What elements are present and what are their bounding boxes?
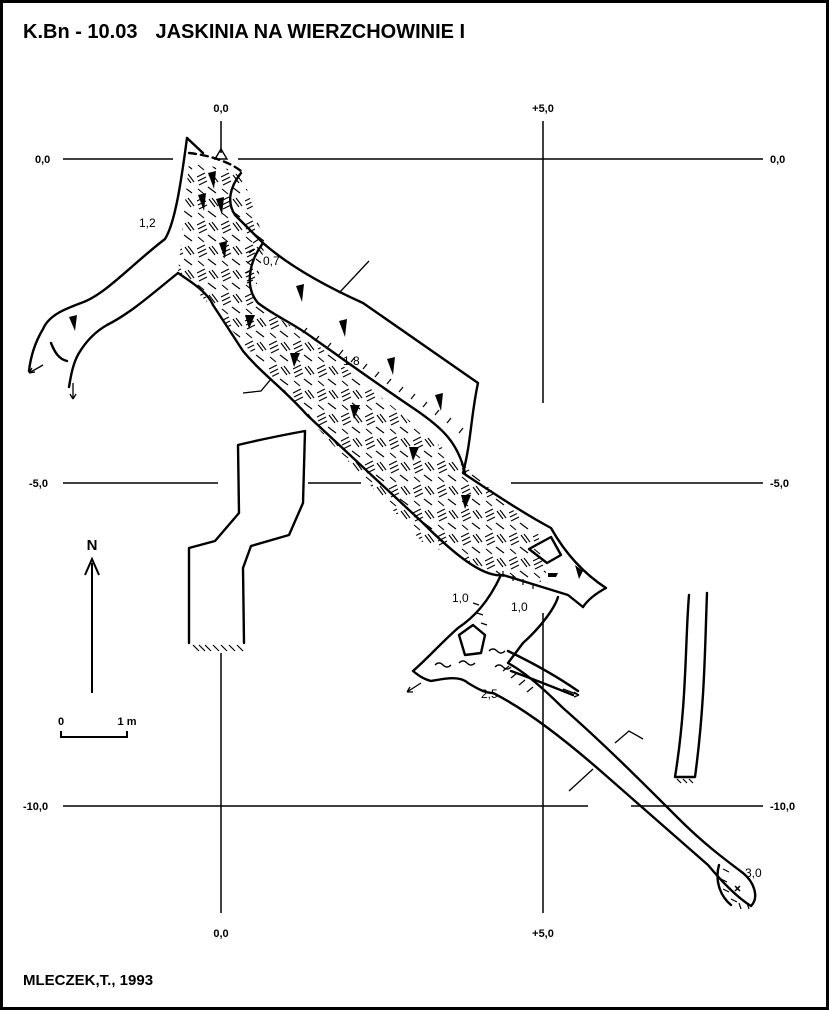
depth-label: 2,5 bbox=[481, 687, 498, 701]
cave-code: K.Bn - 10.03 bbox=[23, 21, 138, 43]
grid-top-label-5: +5,0 bbox=[532, 103, 554, 115]
cross-icon bbox=[734, 885, 741, 892]
arrow-west-1 bbox=[28, 364, 44, 374]
depth-label: 0,7 bbox=[263, 254, 280, 268]
slope-symbol bbox=[290, 353, 300, 367]
depth-label: 1,0 bbox=[452, 591, 469, 605]
step-ticks bbox=[192, 238, 750, 910]
main-passage-hatched-floor bbox=[178, 163, 548, 583]
slope-symbol bbox=[339, 319, 347, 337]
slope-symbol bbox=[548, 573, 558, 577]
grid-labels: 0,0 +5,0 0,0 +5,0 0,0 -5,0 -10,0 0,0 -5,… bbox=[23, 103, 795, 940]
slope-symbol bbox=[350, 405, 360, 419]
section-line-lower bbox=[568, 768, 594, 792]
slope-symbol bbox=[575, 565, 583, 579]
arrow-lower-west bbox=[406, 682, 422, 693]
cave-title: JASKINIA NA WIERZCHOWINIE I bbox=[155, 21, 466, 43]
slope-symbols bbox=[69, 171, 583, 579]
step-ticks-upper bbox=[245, 238, 464, 434]
slope-symbol bbox=[216, 197, 224, 215]
water-mark bbox=[494, 664, 512, 670]
grid-left-label-10: -10,0 bbox=[23, 801, 48, 813]
survey-station-icon bbox=[213, 147, 229, 160]
separate-cave-east bbox=[673, 591, 709, 779]
scale-bar: 0 1 m bbox=[58, 716, 137, 738]
north-arrow-head-icon bbox=[84, 556, 100, 576]
flow-arrows bbox=[28, 260, 644, 792]
slope-symbol bbox=[435, 393, 443, 411]
west-passage-outline bbox=[27, 136, 189, 389]
arrow-lower-east bbox=[562, 688, 580, 698]
water-mark bbox=[488, 648, 506, 654]
depth-labels: 1,2 0,7 1,8 1,0 1,0 2,5 3,0 bbox=[139, 216, 762, 880]
map-author-credit: MLECZEK,T., 1993 bbox=[23, 972, 154, 989]
north-arrow: N bbox=[84, 537, 100, 693]
scale-bar-line bbox=[60, 731, 128, 738]
arrow-west-2 bbox=[69, 383, 77, 400]
grid-bottom-label-0: 0,0 bbox=[213, 928, 228, 940]
section-mark-upper bbox=[242, 378, 272, 394]
slope-symbol bbox=[245, 315, 255, 329]
slope-symbol bbox=[69, 315, 77, 331]
breakdown-debris-east bbox=[676, 778, 694, 784]
slope-symbol bbox=[387, 357, 395, 375]
breakdown-block-2 bbox=[457, 623, 487, 657]
slope-symbol bbox=[198, 193, 206, 211]
cave-outline bbox=[27, 136, 757, 908]
section-mark-lower bbox=[614, 730, 644, 744]
water-mark bbox=[434, 662, 452, 668]
slope-symbol bbox=[219, 241, 227, 259]
lower-chamber-outline bbox=[411, 573, 757, 908]
slope-symbol bbox=[296, 284, 304, 302]
slope-symbol bbox=[409, 447, 419, 461]
grid-right-label-10: -10,0 bbox=[770, 801, 795, 813]
end-point-crosses bbox=[734, 885, 741, 892]
water-marks bbox=[434, 648, 512, 670]
tunnel-end-sump bbox=[716, 863, 733, 907]
breakdown-debris-west bbox=[192, 644, 244, 652]
scale-end-label: 1 m bbox=[118, 716, 137, 728]
grid-right-label-0: 0,0 bbox=[770, 154, 785, 166]
map-header: K.Bn - 10.03 JASKINIA NA WIERZCHOWINIE I bbox=[23, 21, 465, 44]
grid-bottom-label-5: +5,0 bbox=[532, 928, 554, 940]
cave-plan: 0,0 +5,0 0,0 +5,0 0,0 -5,0 -10,0 0,0 -5,… bbox=[23, 103, 795, 940]
separate-cave-west bbox=[187, 429, 307, 645]
water-mark bbox=[458, 660, 476, 666]
step-ticks-lower bbox=[472, 571, 750, 910]
depth-label: 1,0 bbox=[511, 600, 528, 614]
grid-left-label-0: 0,0 bbox=[35, 154, 50, 166]
depth-label: 3,0 bbox=[745, 866, 762, 880]
main-passage-outline-south bbox=[176, 271, 585, 609]
section-line-upper bbox=[338, 260, 370, 294]
north-label: N bbox=[87, 537, 98, 554]
depth-label: 1,2 bbox=[139, 216, 156, 230]
breakdown-block-1 bbox=[527, 535, 563, 565]
slope-symbol bbox=[461, 495, 471, 509]
inner-pillar-outline bbox=[248, 241, 467, 475]
slope-symbol bbox=[208, 171, 216, 189]
depth-label: 1,8 bbox=[343, 354, 360, 368]
grid-right-label-5: -5,0 bbox=[770, 478, 789, 490]
grid-top-label-0: 0,0 bbox=[213, 103, 228, 115]
grid-left-label-5: -5,0 bbox=[29, 478, 48, 490]
scale-start-label: 0 bbox=[58, 716, 64, 728]
